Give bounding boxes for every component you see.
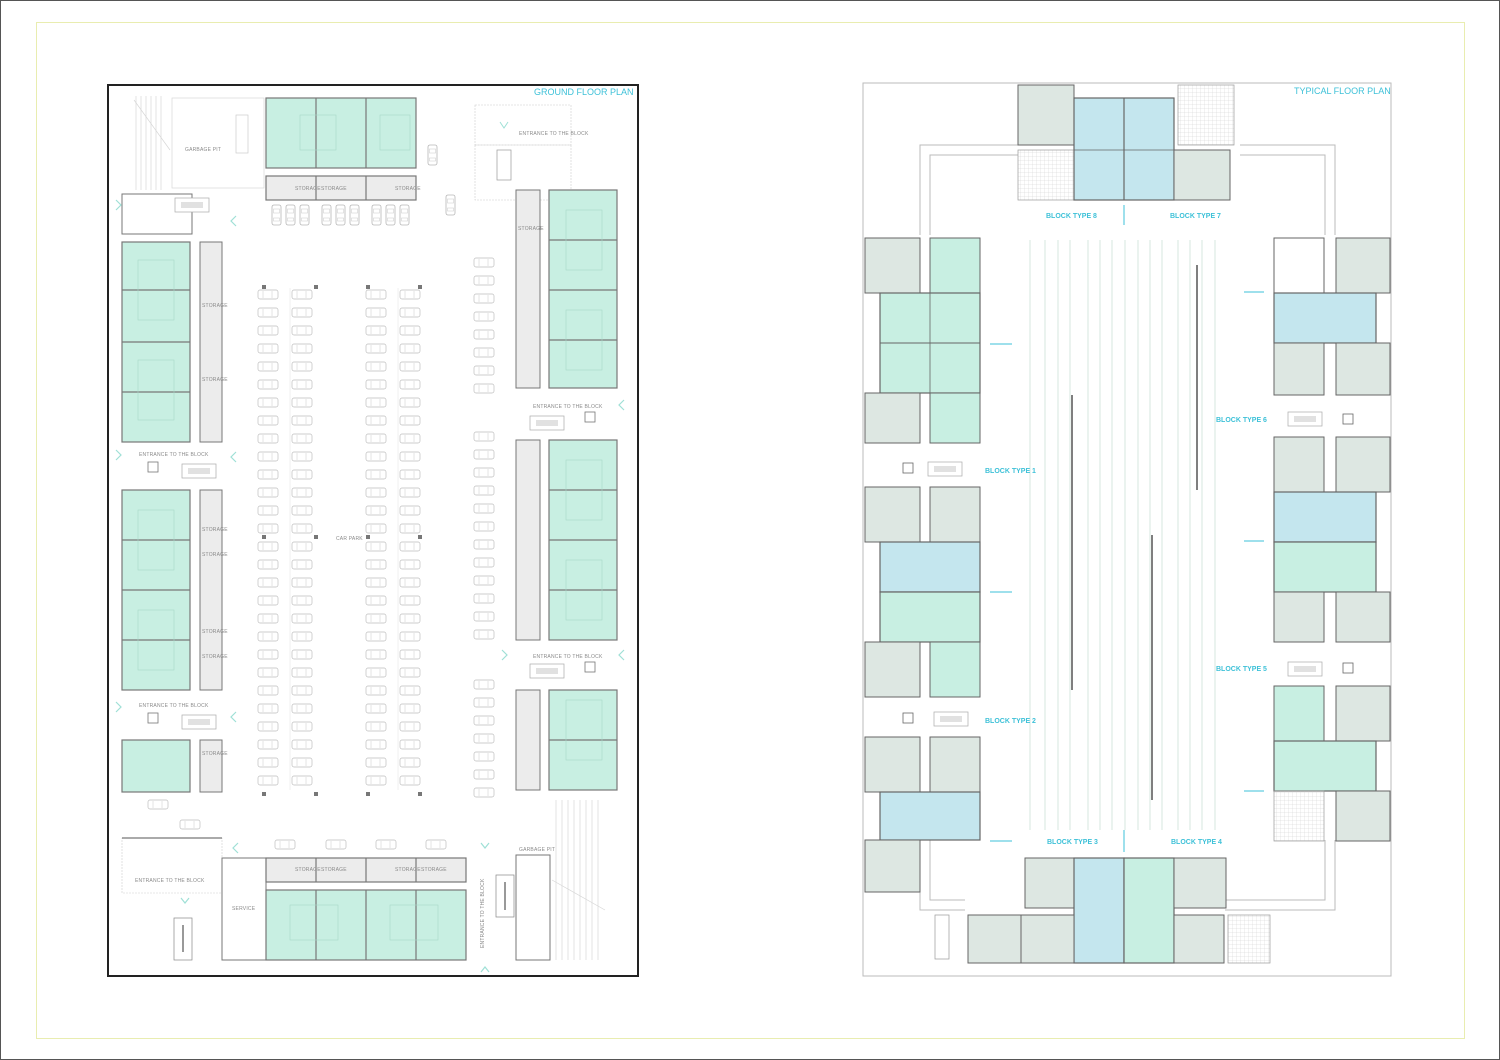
right-units: STORAGE ENTRANCE TO THE BLOCK ENTRANCE T… [515,189,618,791]
label-storage: STORAGE [202,377,228,383]
ground-floor-plan: GROUND FLOOR PLAN GARBAGE PIT STORAGE ST… [107,84,639,977]
label-garbage-pit-top: GARBAGE PIT [185,147,221,153]
label-storage: STORAGE [202,629,228,635]
label-storage: STORAGE [202,654,228,660]
label-storage: STORAGE [321,186,347,192]
label-storage: STORAGE [202,751,228,757]
ground-floor-title: GROUND FLOOR PLAN [534,87,634,97]
block-type-1-label: BLOCK TYPE 1 [985,468,1036,475]
label-storage: STORAGE [421,867,447,873]
label-garbage-pit-bottom: GARBAGE PIT [519,847,555,853]
block-type-4-label: BLOCK TYPE 4 [1171,839,1222,846]
label-entrance-bottom-vertical: ENTRANCE TO THE BLOCK [480,878,486,948]
block-type-7-label: BLOCK TYPE 7 [1170,213,1221,220]
label-car-park: CAR PARK [336,536,363,542]
label-entrance-right-mid: ENTRANCE TO THE BLOCK [533,404,603,410]
label-storage: STORAGE [202,527,228,533]
block-type-3-4: BLOCK TYPE 3 BLOCK TYPE 4 [864,736,1271,964]
label-storage: STORAGE [518,226,544,232]
label-entrance-right-low: ENTRANCE TO THE BLOCK [533,654,603,660]
block-type-8-7: BLOCK TYPE 8 BLOCK TYPE 7 [1017,84,1235,225]
label-storage: STORAGE [395,867,421,873]
label-entrance-left-mid: ENTRANCE TO THE BLOCK [139,452,209,458]
left-units: STORAGE STORAGE ENTRANCE TO THE BLOCK ST… [121,193,228,793]
label-storage: STORAGE [295,186,321,192]
label-entrance-left-low: ENTRANCE TO THE BLOCK [139,703,209,709]
label-storage: STORAGE [295,867,321,873]
typical-floor-title: TYPICAL FLOOR PLAN [1294,86,1391,96]
bottom-units: ENTRANCE TO THE BLOCK SERVICE STORAGE ST… [121,800,606,961]
label-entrance-top-right: ENTRANCE TO THE BLOCK [519,131,589,137]
label-storage: STORAGE [395,186,421,192]
top-units: STORAGE STORAGE STORAGE [265,97,421,201]
typical-floor-plan: TYPICAL FLOOR PLAN [862,82,1392,977]
car-park: CAR PARK [147,257,495,830]
block-type-2: BLOCK TYPE 2 [864,486,1036,727]
block-type-6-label: BLOCK TYPE 6 [1216,417,1267,424]
label-entrance-bottom-left: ENTRANCE TO THE BLOCK [135,878,205,884]
block-type-3-label: BLOCK TYPE 3 [1047,839,1098,846]
label-storage: STORAGE [202,303,228,309]
drawing-frame [36,22,1465,1039]
block-type-8-label: BLOCK TYPE 8 [1046,213,1097,220]
block-type-5-label: BLOCK TYPE 5 [1216,666,1267,673]
block-type-1: BLOCK TYPE 1 [864,237,1036,477]
block-type-6: BLOCK TYPE 6 [1216,237,1391,427]
label-service: SERVICE [232,906,256,912]
courtyard-texture [1029,240,1216,830]
block-type-2-label: BLOCK TYPE 2 [985,718,1036,725]
block-type-5: BLOCK TYPE 5 [1216,436,1391,842]
label-storage: STORAGE [321,867,347,873]
label-storage: STORAGE [202,552,228,558]
